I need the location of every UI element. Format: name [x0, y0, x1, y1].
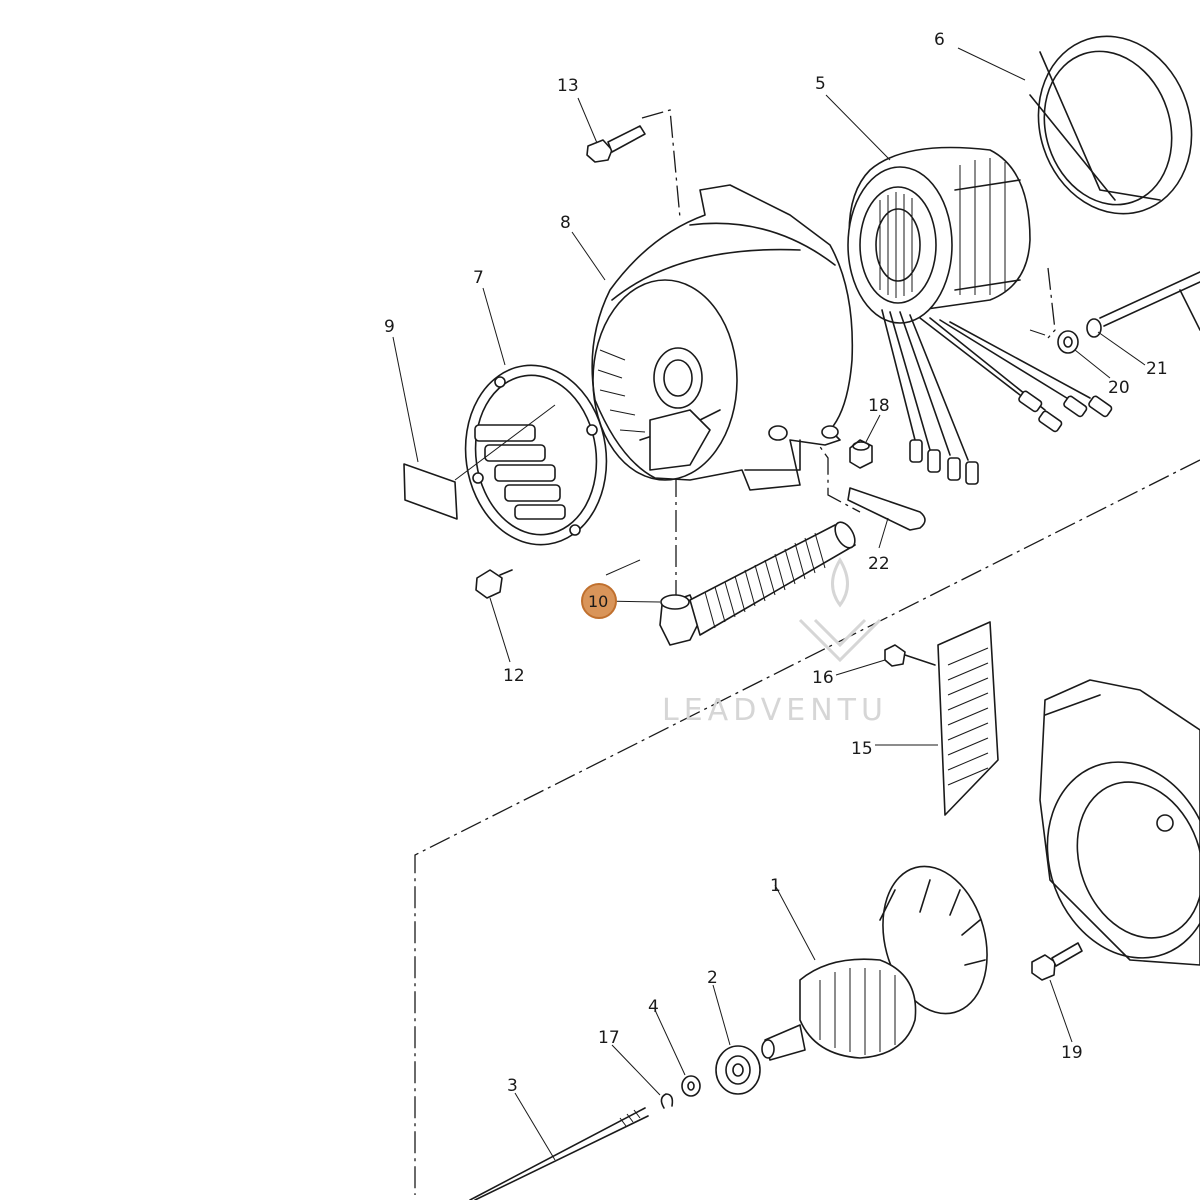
leader-lines: [392, 47, 1146, 1161]
part-17-clip: [660, 1093, 674, 1109]
label-part-17[interactable]: 17: [598, 1028, 620, 1048]
part-12-bolt: [475, 569, 513, 599]
watermark-logo-icon: [798, 557, 882, 663]
label-part-19[interactable]: 19: [1061, 1043, 1083, 1063]
part-1-rotor: [761, 865, 988, 1061]
part-22-bracket: [847, 487, 926, 531]
part-4-washer: [681, 1075, 701, 1097]
part-18-nut: [849, 439, 873, 469]
label-part-2[interactable]: 2: [707, 968, 718, 988]
label-part-10[interactable]: 10: [588, 592, 608, 611]
watermark-text: LEADVENTU: [662, 693, 888, 728]
label-part-13[interactable]: 13: [557, 76, 579, 96]
label-part-7[interactable]: 7: [473, 268, 484, 288]
label-part-8[interactable]: 8: [560, 213, 571, 233]
part-6-cover-ring: [1029, 35, 1193, 215]
part-8-housing: [591, 184, 854, 491]
label-part-12[interactable]: 12: [503, 666, 525, 686]
label-part-21[interactable]: 21: [1146, 359, 1168, 379]
part-16-bolt: [884, 644, 936, 667]
part-21-through-bolt: [1086, 271, 1200, 338]
watermark: LEADVENTU: [662, 557, 888, 728]
label-part-18[interactable]: 18: [868, 396, 890, 416]
label-part-5[interactable]: 5: [815, 74, 826, 94]
fan-housing: [1039, 679, 1200, 966]
label-part-6[interactable]: 6: [934, 30, 945, 50]
part-10-hose: [659, 521, 856, 646]
part-2-bearing: [715, 1045, 761, 1095]
part-19-bolt: [1031, 942, 1083, 981]
part-9-label-plate: [403, 463, 458, 520]
label-part-1[interactable]: 1: [770, 876, 781, 896]
label-part-22[interactable]: 22: [868, 554, 890, 574]
label-part-15[interactable]: 15: [851, 739, 873, 759]
part-10-highlight-badge[interactable]: [581, 583, 617, 619]
label-part-9[interactable]: 9: [384, 317, 395, 337]
part-7-end-cover: [464, 364, 608, 546]
part-15-filter-screen: [937, 621, 999, 816]
part-5-stator: [847, 146, 1113, 485]
label-part-3[interactable]: 3: [507, 1076, 518, 1096]
part-13-bolt: [586, 125, 646, 163]
part-3-through-bolt: [469, 1107, 649, 1200]
label-part-20[interactable]: 20: [1108, 378, 1130, 398]
part-number-labels: 6 5 13 8 7 9 21 20 18 22 10 12 16 15 1 2…: [384, 30, 1168, 1096]
label-part-16[interactable]: 16: [812, 668, 834, 688]
part-20-washer: [1057, 330, 1079, 354]
label-part-4[interactable]: 4: [648, 997, 659, 1017]
